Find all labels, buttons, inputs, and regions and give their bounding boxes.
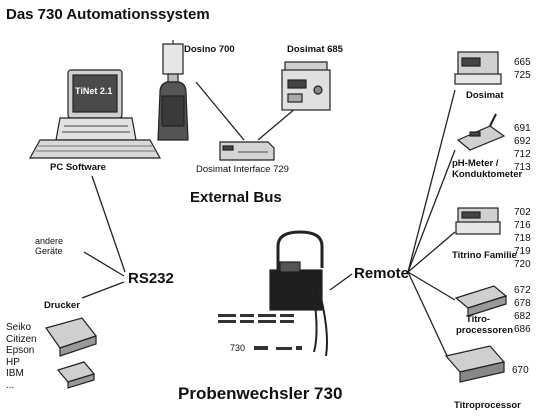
sampler-number: 730 bbox=[230, 343, 246, 353]
model-number: 725 bbox=[514, 70, 531, 81]
model-number: 712 bbox=[514, 149, 531, 160]
interface-label: Dosimat Interface 729 bbox=[196, 164, 289, 175]
remote-label: Remote bbox=[354, 265, 410, 282]
line-remote-titroprocessor bbox=[407, 271, 449, 359]
remote-titroprocessoren-icon bbox=[454, 285, 508, 317]
line-remote-sampler bbox=[329, 273, 353, 291]
andere-label-line2: Geräte bbox=[35, 246, 63, 256]
model-number: 716 bbox=[514, 220, 531, 231]
dosino-label: Dosino 700 bbox=[184, 44, 235, 55]
rs232-label: RS232 bbox=[128, 270, 174, 287]
printer-brand-list: Seiko Citizen Epson HP IBM ... bbox=[6, 322, 37, 391]
model-number: 691 bbox=[514, 123, 531, 134]
line-drucker-rs232 bbox=[81, 281, 125, 299]
model-number: 720 bbox=[514, 259, 531, 270]
remote-titroprocessoren-label-line1: Titro- bbox=[466, 314, 491, 325]
line-remote-dosimat bbox=[407, 89, 456, 273]
drucker-label: Drucker bbox=[44, 300, 80, 311]
remote-titroprocessor-label: Titroprocessor bbox=[454, 400, 521, 411]
remote-dosimat-label: Dosimat bbox=[466, 90, 504, 101]
remote-titroprocessoren-label-line2: processoren bbox=[456, 325, 514, 336]
external-bus-label: External Bus bbox=[190, 189, 282, 206]
remote-phmeter-models: 691 692 712 713 bbox=[514, 122, 531, 174]
remote-titroprocessor-models: 670 bbox=[512, 364, 529, 377]
printer-brand: Epson bbox=[6, 345, 35, 356]
sampler-730-icon bbox=[218, 230, 328, 357]
remote-phmeter-label-line1: pH-Meter / bbox=[452, 158, 499, 169]
connector-lines bbox=[81, 81, 456, 359]
model-number: 682 bbox=[514, 311, 531, 322]
remote-titrino-label: Titrino Familie bbox=[452, 250, 517, 261]
printer-brand: ... bbox=[6, 379, 15, 391]
printer-brand: Seiko bbox=[6, 322, 32, 333]
probenwechsler-label: Probenwechsler 730 bbox=[178, 384, 343, 403]
pc-screen-text: TiNet 2.1 bbox=[75, 86, 113, 96]
andere-label-line1: andere bbox=[35, 236, 64, 246]
printer-brand: Citizen bbox=[6, 333, 37, 345]
model-number: 718 bbox=[514, 233, 531, 244]
model-number: 686 bbox=[514, 324, 531, 335]
remote-dosimat-icon bbox=[454, 51, 502, 85]
line-remote-titrino bbox=[407, 231, 456, 273]
line-pc-rs232 bbox=[91, 175, 126, 273]
model-number: 678 bbox=[514, 298, 531, 309]
dosimat-685-label: Dosimat 685 bbox=[287, 44, 343, 55]
model-number: 719 bbox=[514, 246, 531, 257]
line-andere-rs232 bbox=[83, 251, 125, 277]
model-number: 713 bbox=[514, 162, 531, 173]
model-number: 670 bbox=[512, 365, 529, 376]
remote-titrino-icon bbox=[455, 207, 501, 235]
model-number: 692 bbox=[514, 136, 531, 147]
pc-computer-icon bbox=[28, 69, 162, 159]
printer-icons bbox=[45, 317, 97, 389]
dosimat-685-icon bbox=[281, 61, 331, 111]
line-remote-titroprocessoren bbox=[407, 271, 456, 301]
interface-729-icon bbox=[219, 141, 275, 161]
printer-brand: HP bbox=[6, 356, 20, 368]
remote-titrino-models: 702 716 718 719 720 bbox=[514, 206, 531, 271]
line-dosimat-interface bbox=[257, 107, 297, 141]
remote-dosimat-models: 665 725 bbox=[514, 56, 531, 82]
dosino-700-icon bbox=[157, 40, 189, 141]
model-number: 665 bbox=[514, 57, 531, 68]
remote-titroprocessor-icon bbox=[444, 345, 506, 383]
model-number: 672 bbox=[514, 285, 531, 296]
printer-brand: IBM bbox=[6, 368, 24, 379]
diagram-title: Das 730 Automationssystem bbox=[6, 6, 210, 23]
remote-titroprocessoren-models: 672 678 682 686 bbox=[514, 284, 531, 336]
pc-software-label: PC Software bbox=[50, 162, 106, 173]
remote-phmeter-label-line2: Konduktometer bbox=[452, 169, 523, 180]
line-dosino-interface bbox=[195, 81, 245, 141]
model-number: 702 bbox=[514, 207, 531, 218]
line-remote-phmeter bbox=[407, 149, 456, 273]
remote-phmeter-icon bbox=[456, 113, 506, 151]
